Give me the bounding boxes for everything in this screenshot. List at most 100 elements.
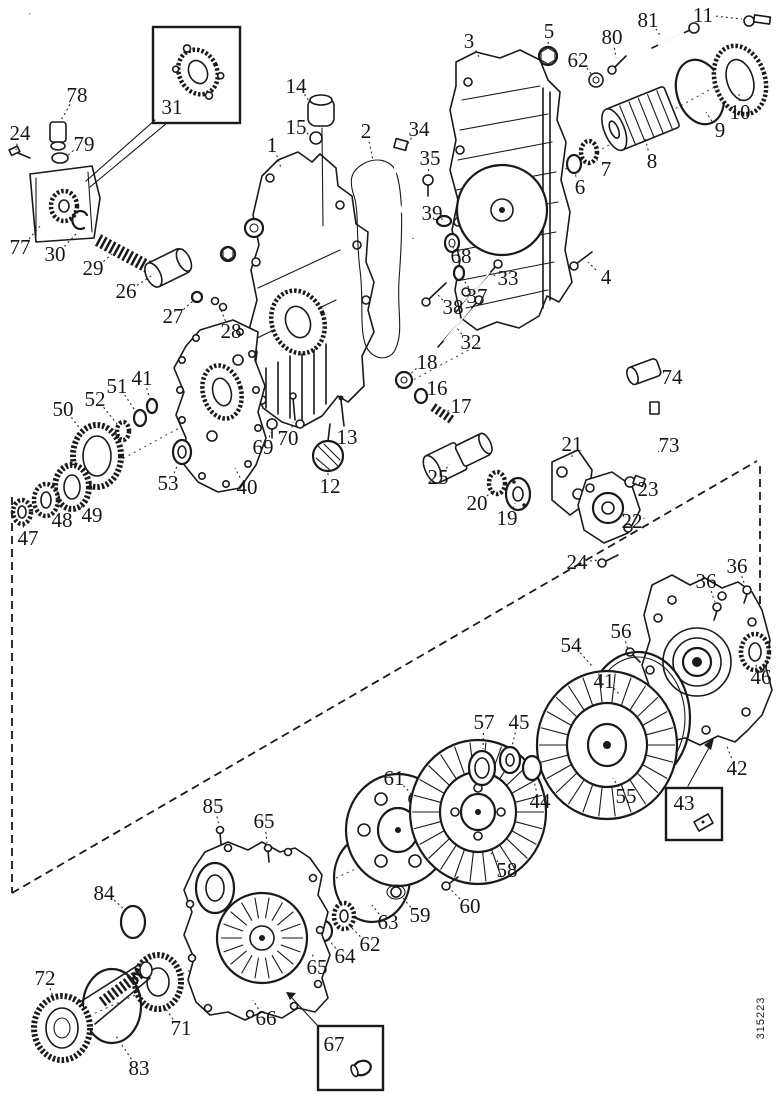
inset-box-67 (286, 992, 385, 1092)
callout-64-77: 64 (335, 944, 357, 968)
callout-43-66: 43 (674, 791, 695, 815)
callout-41-63: 41 (594, 669, 615, 693)
leader-80-20 (613, 47, 617, 59)
leader-3-17 (475, 50, 480, 58)
leader-62-19 (586, 67, 592, 75)
fin-line (540, 727, 569, 736)
section-divider (11, 460, 761, 894)
part-valve-chain (394, 358, 662, 568)
part-seal-46 (738, 631, 772, 673)
callout-47-56: 47 (18, 526, 39, 550)
leader-56-61 (624, 641, 629, 651)
callout-77-4: 77 (10, 235, 31, 259)
leader-27-8 (183, 300, 194, 310)
inset-box-43 (664, 738, 724, 842)
fin-line (469, 851, 474, 882)
leader-36-60 (741, 576, 746, 587)
callout-38-32: 38 (443, 295, 464, 319)
part-washer-39 (435, 214, 453, 228)
fin-line (271, 902, 283, 921)
fin-line (440, 844, 457, 870)
fin-line (223, 923, 244, 932)
part-stud-70 (289, 392, 297, 421)
leader-41-63 (613, 687, 620, 695)
leader-50-46 (70, 417, 85, 435)
callout-52-47: 52 (85, 387, 106, 411)
leader-36-59 (710, 590, 716, 603)
callout-65-85: 65 (254, 809, 275, 833)
callout-9-24: 9 (715, 118, 726, 142)
leader-40-51 (234, 467, 241, 478)
callout-18-34: 18 (417, 350, 438, 374)
fin-line (598, 673, 603, 704)
leader-24-1 (15, 143, 18, 151)
fin-line (582, 677, 594, 706)
part-balls-28 (210, 296, 228, 312)
inset-box-31 (85, 25, 242, 188)
fin-line (276, 911, 294, 926)
callout-36-59: 36 (696, 569, 717, 593)
callout-81-21: 81 (638, 8, 659, 32)
callout-2-13: 2 (361, 119, 372, 143)
part-rear-case-3 (449, 49, 573, 331)
callout-17-36: 17 (451, 394, 472, 418)
part-pin-13 (338, 395, 345, 427)
leader-8-25 (644, 137, 649, 151)
fin-line (454, 746, 466, 775)
part-plug-76 (243, 217, 265, 239)
callout-63-75: 63 (378, 910, 399, 934)
fin-line (629, 685, 647, 711)
part-bolt-59 (386, 884, 406, 900)
leader-6-27 (574, 171, 577, 177)
leader-9-24 (705, 111, 713, 122)
callout-55-67: 55 (616, 784, 637, 808)
part-bolt-65a (263, 843, 273, 863)
leader-69-52 (268, 431, 272, 438)
leader-85-84 (216, 816, 220, 826)
fin-line (546, 764, 572, 779)
fin-line (567, 779, 585, 805)
leader-35-15 (427, 168, 430, 177)
part-oring-84 (119, 904, 147, 940)
part-bracket-77 (29, 165, 101, 243)
callout-46-64: 46 (751, 665, 772, 689)
fin-line (555, 696, 578, 718)
callout-24-45: 24 (567, 550, 589, 574)
callout-13-54: 13 (337, 425, 358, 449)
fin-line (280, 944, 301, 953)
part-bolt-85 (215, 825, 225, 845)
callout-83-81: 83 (129, 1056, 150, 1080)
part-tube-34 (393, 137, 415, 239)
callout-26-7: 26 (116, 279, 137, 303)
figure-number: 315223 (755, 996, 767, 1040)
fin-line (419, 778, 445, 794)
fin-line (511, 778, 537, 794)
leader-30-5 (63, 231, 79, 247)
callout-3-17: 3 (464, 29, 475, 53)
leader-63-75 (371, 904, 380, 915)
part-ring-27 (190, 290, 204, 304)
leader-2-13 (368, 141, 374, 161)
part-converter-58 (408, 738, 548, 886)
callout-62-76: 62 (360, 932, 381, 956)
part-rings-44-45-57 (467, 745, 543, 787)
callout-22-42: 22 (622, 509, 643, 533)
fin-line (413, 794, 442, 803)
callout-41-49: 41 (132, 366, 153, 390)
part-bolt-24 (8, 145, 31, 159)
part-stator-55 (535, 669, 679, 821)
callout-34-14: 34 (409, 117, 431, 141)
callout-35-15: 35 (420, 146, 441, 170)
fin-line (567, 685, 585, 711)
callout-10-23: 10 (730, 100, 751, 124)
part-spring-29 (94, 234, 154, 274)
part-bearing-set (10, 397, 193, 527)
leader-4-28 (587, 261, 597, 271)
leader-20-38 (486, 488, 495, 497)
fin-line (230, 950, 248, 965)
leader-33-30 (489, 273, 496, 277)
fin-line (280, 923, 301, 932)
callout-84-83: 84 (94, 881, 116, 905)
callout-42-65: 42 (727, 756, 748, 780)
leader-52-47 (103, 406, 118, 425)
